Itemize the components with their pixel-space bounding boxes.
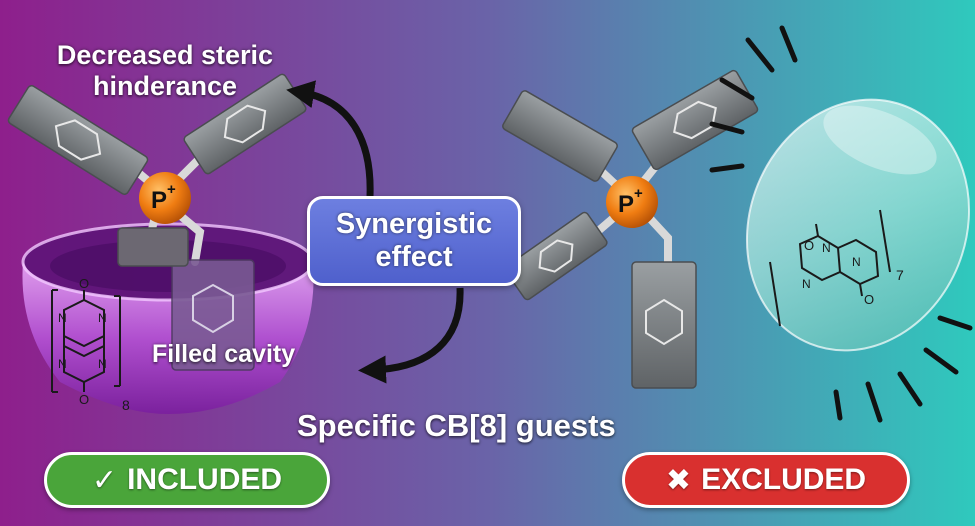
filled-cavity-label: Filled cavity [152,340,296,368]
cb8-o-bottom: O [79,392,89,407]
left-p-charge: + [167,181,176,198]
synergistic-effect-box: Synergistic effect [307,196,521,286]
right-phenyl-block-2 [631,69,759,171]
right-phosphonium-guest: P + [502,69,759,389]
cb7-o-2: O [864,292,874,307]
cross-icon: ✖ [665,463,692,497]
cb8-n-1: N [58,311,67,325]
steric-hinderance-label: Decreased steric hinderance [56,40,274,101]
right-p-label: P [618,191,634,218]
cb8-n-3: N [58,357,67,371]
left-phenyl-block-1 [7,85,149,195]
cb7-structure [769,209,891,327]
excluded-label: EXCLUDED [701,463,867,496]
excluded-badge: ✖ EXCLUDED [622,452,910,508]
included-badge: ✓ INCLUDED [44,452,330,508]
cb7-subscript: 7 [896,267,904,283]
cb8-structure [51,289,121,393]
check-icon: ✓ [91,463,118,497]
cb7-host [745,98,971,352]
arrow-to-steric [286,80,374,197]
specific-guests-label: Specific CB[8] guests [297,408,616,443]
cb8-subscript: 8 [122,397,130,413]
cb7-o-1: O [804,238,814,253]
cb7-n-3: N [852,255,861,269]
right-phenyl-block-3 [504,211,608,301]
left-phenyl-block-3 [171,259,255,371]
cb8-n-4: N [98,357,107,371]
right-p-charge: + [634,185,643,202]
cb8-n-2: N [98,311,107,325]
included-label: INCLUDED [127,463,283,496]
arrow-to-cavity [358,287,464,384]
right-phosphorus-atom [606,176,658,228]
rejection-burst [709,25,973,423]
left-p-label: P [151,187,167,214]
right-phenyl-block-4 [631,261,697,389]
right-phenyl-block-1 [502,90,618,182]
cb7-n-1: N [822,241,831,255]
left-phosphorus-atom [139,172,191,224]
cb8-o-top: O [79,276,89,291]
cb7-n-2: N [802,277,811,291]
left-phenyl-block-4 [117,227,189,267]
left-phosphonium-guest: P + [7,73,307,371]
